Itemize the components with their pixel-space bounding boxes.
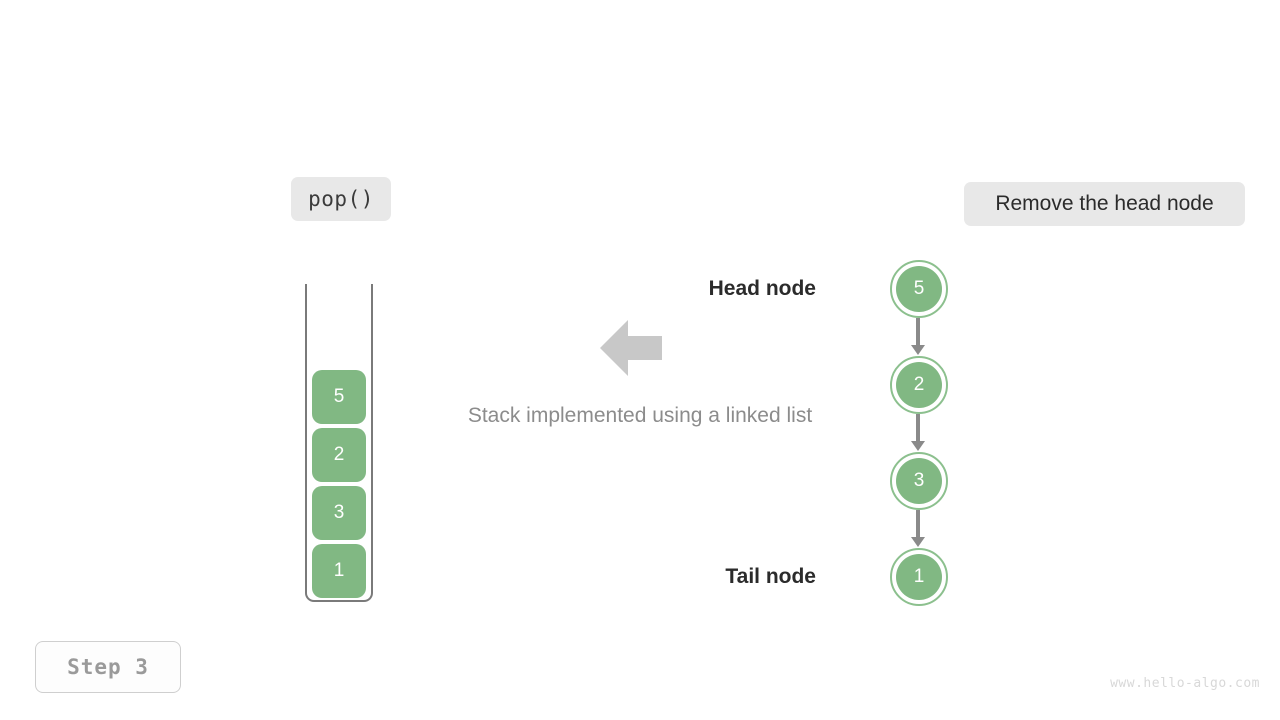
linked-list: 5 2 3 1 [880, 255, 960, 615]
node-disc: 5 [896, 266, 942, 312]
stack-cell-value: 1 [333, 560, 345, 581]
description-pill: Remove the head node [964, 182, 1245, 226]
node-link-arrowhead [911, 537, 925, 547]
left-arrow-icon [600, 320, 662, 376]
node-disc: 1 [896, 554, 942, 600]
node-disc: 3 [896, 458, 942, 504]
node-value: 1 [913, 566, 925, 587]
stack-cell-value: 2 [333, 444, 345, 465]
watermark: www.hello-algo.com [1110, 676, 1260, 691]
linked-list-node: 5 [890, 260, 948, 318]
stack-cell: 2 [312, 428, 366, 482]
operation-pill: pop() [291, 177, 391, 221]
tail-node-label: Tail node [725, 565, 816, 588]
stack-cell-value: 3 [333, 502, 345, 523]
stack-container: 5 2 3 1 [305, 284, 373, 602]
stack-items: 5 2 3 1 [305, 370, 373, 598]
node-value: 2 [913, 374, 925, 395]
stack-cell: 5 [312, 370, 366, 424]
head-node-label: Head node [708, 277, 816, 300]
stack-walls [305, 284, 373, 602]
node-value: 5 [913, 278, 925, 299]
linked-list-node: 2 [890, 356, 948, 414]
diagram-caption: Stack implemented using a linked list [467, 404, 813, 427]
node-link [916, 318, 920, 348]
node-value: 3 [913, 470, 925, 491]
stack-cell: 1 [312, 544, 366, 598]
step-badge: Step 3 [35, 641, 181, 693]
linked-list-node: 1 [890, 548, 948, 606]
node-link [916, 414, 920, 444]
node-disc: 2 [896, 362, 942, 408]
node-link [916, 510, 920, 540]
stack-cell-value: 5 [333, 386, 345, 407]
stack-cell: 3 [312, 486, 366, 540]
node-link-arrowhead [911, 345, 925, 355]
node-link-arrowhead [911, 441, 925, 451]
linked-list-node: 3 [890, 452, 948, 510]
